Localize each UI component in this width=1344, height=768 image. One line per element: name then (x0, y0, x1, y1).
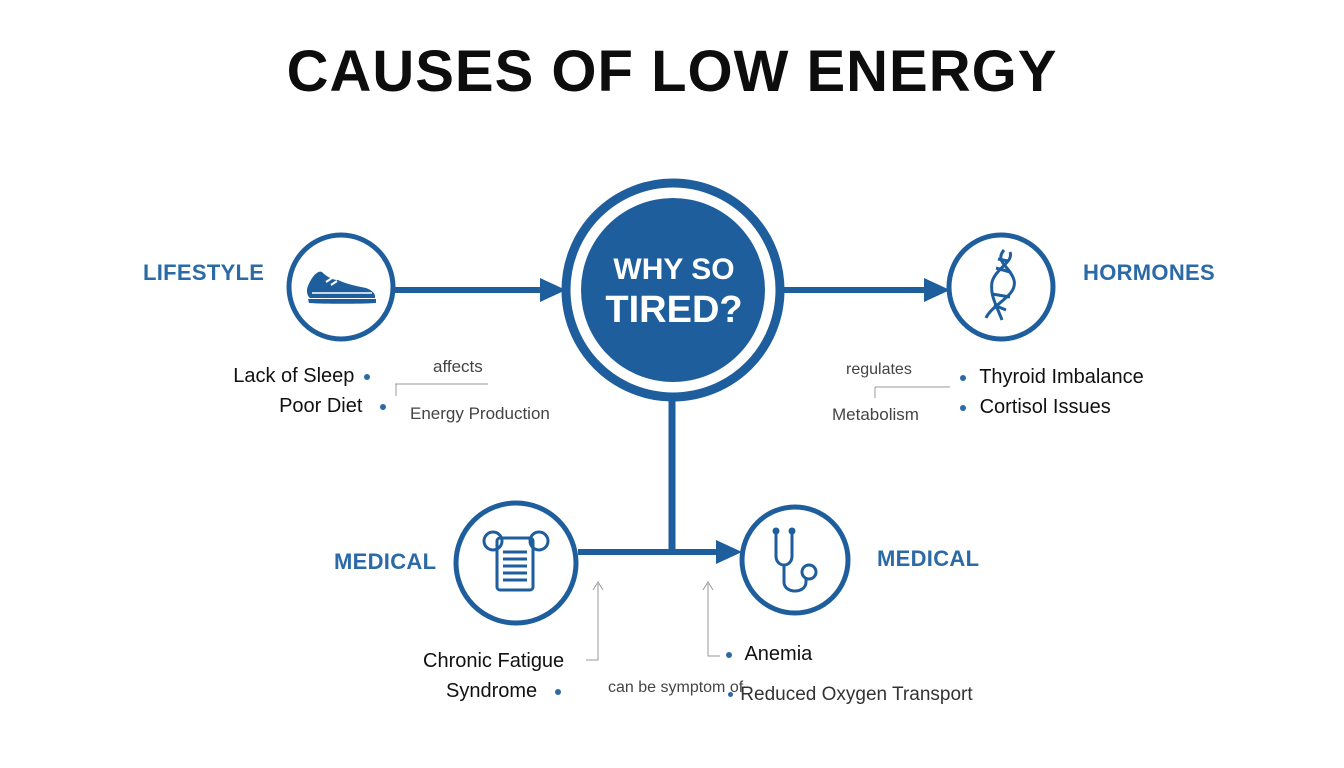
medical-right-item-oxygen-text: Reduced Oxygen Transport (740, 684, 973, 705)
bullet-dot (726, 651, 732, 658)
lifestyle-item-diet: Poor Diet (279, 395, 386, 418)
connector-center-to-hormones (780, 278, 950, 302)
connector-medical-left-to-right (578, 540, 742, 564)
center-label-line1: WHY SO (613, 253, 735, 286)
lifestyle-node (286, 232, 396, 342)
lifestyle-label: LIFESTYLE (143, 260, 265, 285)
medical-right-item-anemia-text: Anemia (744, 643, 813, 665)
medical-right-label: MEDICAL (877, 546, 980, 571)
connector-lifestyle-to-center (395, 278, 566, 302)
hormones-node (946, 232, 1056, 342)
shoe-icon (306, 271, 376, 304)
medical-right-item-oxygen: Reduced Oxygen Transport (728, 684, 973, 706)
dna-icon (984, 249, 1016, 321)
lifestyle-item-sleep-text: Lack of Sleep (233, 365, 355, 387)
medical-left-item-line2-text: Syndrome (446, 680, 538, 702)
medical-right-node (739, 504, 851, 616)
hormones-note-relation: regulates (846, 361, 912, 378)
bullet-dot (364, 373, 370, 380)
lifestyle-note-relation: affects (433, 357, 483, 376)
medical-left-item-line1: Chronic Fatigue (423, 650, 565, 672)
lifestyle-item-sleep: Lack of Sleep (233, 365, 370, 388)
center-label-line2: TIRED? (605, 289, 743, 331)
medical-right-note-relation: can be symptom of (608, 679, 744, 696)
hormones-item-thyroid-text: Thyroid Imbalance (979, 366, 1144, 388)
hormones-item-cortisol-text: Cortisol Issues (979, 396, 1111, 418)
annotation-lines (395, 383, 950, 661)
hormones-item-cortisol: Cortisol Issues (960, 396, 1111, 419)
center-label: WHY SO TIRED? (570, 250, 778, 330)
medical-left-label: MEDICAL (334, 549, 437, 574)
medical-left-node (453, 500, 579, 626)
lifestyle-note-target: Energy Production (410, 404, 550, 423)
stethoscope-icon (772, 527, 818, 593)
bullet-dot (960, 374, 966, 381)
clipboard-icon (482, 530, 550, 592)
hormones-note-target: Metabolism (832, 405, 919, 424)
bullet-dot (960, 404, 966, 411)
lifestyle-item-diet-text: Poor Diet (279, 395, 363, 417)
bullet-dot (728, 692, 733, 698)
bullet-dot (554, 688, 561, 695)
bullet-dot (380, 403, 386, 410)
center-node (561, 178, 785, 402)
medical-left-item-line2: Syndrome (446, 680, 561, 703)
page-title: CAUSES OF LOW ENERGY (286, 39, 1058, 104)
hormones-label: HORMONES (1083, 260, 1215, 285)
hormones-item-thyroid: Thyroid Imbalance (960, 366, 1144, 389)
medical-right-item-anemia: Anemia (726, 643, 812, 666)
